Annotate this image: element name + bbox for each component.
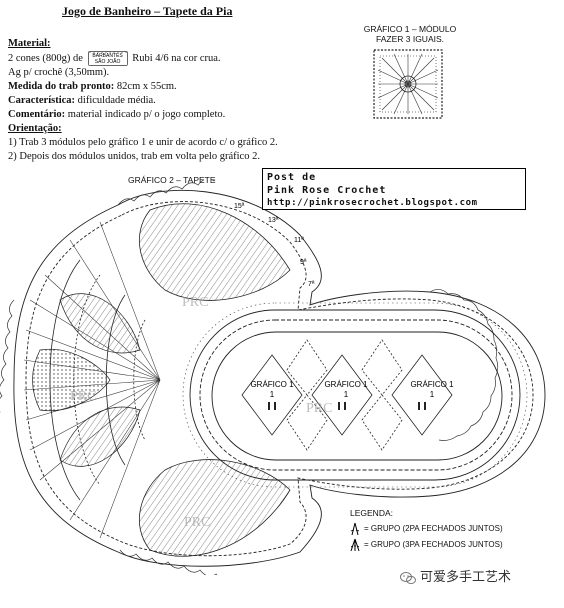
graphic1-module-diagram — [373, 49, 443, 119]
footer-watermark: 可爱多手工艺术 — [400, 566, 511, 585]
left-petals — [32, 293, 141, 467]
graphic2-doily-diagram: GRÁFICO 1 1 GRÁFICO 1 1 GRÁFICO 1 1 15ª … — [0, 180, 546, 575]
upper-petal — [138, 203, 291, 301]
prc-watermark-2: PRC — [306, 401, 332, 416]
module-border — [373, 49, 443, 119]
legend-item-2: = GRUPO (3PA FECHADOS JUNTOS) — [350, 537, 503, 553]
feature-label: Característica: — [8, 95, 76, 106]
post-line-2: Pink Rose Crochet — [267, 185, 387, 196]
material-line-1-post: Rubi 4/6 na cor crua. — [132, 52, 221, 64]
comment-value: material indicado p/ o jogo completo. — [67, 109, 226, 120]
row-number-11: 11ª — [294, 237, 304, 244]
material-line-1: 2 cones (800g) de BARBANTES SÃO JOÃO Rub… — [8, 51, 225, 66]
module-label-1: GRÁFICO 1 — [250, 380, 294, 389]
legend-item-1: = GRUPO (2PA FECHADOS JUNTOS) — [350, 521, 503, 537]
material-line-1-pre: 2 cones (800g) de — [8, 52, 83, 64]
wechat-icon — [400, 571, 416, 584]
module-number-1: 1 — [270, 390, 275, 399]
post-credit-box: Post de Pink Rose Crochet http://pinkros… — [262, 168, 526, 210]
footer-watermark-text: 可爱多手工艺术 — [420, 570, 512, 585]
graphic1-label-line2: FAZER 3 IGUAIS. — [375, 34, 445, 44]
row-number-13: 13ª — [268, 217, 279, 224]
feature-value: dificuldade média. — [77, 95, 156, 106]
module-number-2: 1 — [344, 390, 349, 399]
oval-picot-ring — [182, 302, 528, 488]
graphic1-label: GRÁFICO 1 – MÓDULO FAZER 3 IGUAIS. — [360, 24, 460, 44]
post-line-1: Post de — [267, 172, 317, 183]
brand-top: BARBANTES — [88, 53, 127, 59]
post-url: http://pinkrosecrochet.blogspot.com — [267, 198, 478, 208]
module-spokes — [377, 53, 439, 115]
three-dc-cluster-icon — [350, 538, 360, 552]
prc-watermark-4: PRC — [70, 389, 96, 404]
material-heading: Material: — [8, 38, 51, 49]
orientation-step-1: 1) Trab 3 módulos pelo gráfico 1 e unir … — [8, 137, 278, 148]
brand-bottom: SÃO JOÃO — [88, 59, 127, 65]
doily-outer-shell — [13, 189, 546, 567]
lower-petal — [138, 459, 291, 557]
legend-item-1-text: = GRUPO (2PA FECHADOS JUNTOS) — [364, 524, 503, 533]
row-number-7: 7ª — [308, 281, 315, 288]
material-line-2: Ag p/ crochê (3,50mm). — [8, 67, 110, 78]
module-label-2: GRÁFICO 1 — [324, 380, 368, 389]
barbantes-logo: BARBANTES SÃO JOÃO — [87, 51, 128, 66]
graphic1-label-line1: GRÁFICO 1 – MÓDULO — [363, 24, 457, 34]
prc-watermark-1: PRC — [182, 295, 208, 310]
scallop-edge — [0, 180, 499, 575]
orientation-section: Orientação: 1) Trab 3 módulos pelo gráfi… — [8, 122, 278, 164]
row-number-9: 9ª — [300, 259, 307, 266]
prc-watermark-3: PRC — [184, 515, 210, 530]
module-center-ring — [399, 75, 417, 93]
measure-value: 82cm x 55cm. — [116, 81, 177, 92]
module-center-marks — [268, 402, 426, 410]
measure-label: Medida do trab pronto: — [8, 81, 115, 92]
module-number-3: 1 — [430, 390, 435, 399]
row-number-15: 15ª — [234, 203, 245, 210]
comment-line: Comentário: material indicado p/ o jogo … — [8, 108, 225, 122]
material-section: Material: 2 cones (800g) de BARBANTES SÃ… — [8, 37, 225, 122]
legend-heading: LEGENDA: — [350, 508, 393, 518]
orientation-step-2: 2) Depois dos módulos unidos, trab em vo… — [8, 151, 260, 162]
legend-item-2-text: = GRUPO (3PA FECHADOS JUNTOS) — [364, 540, 503, 549]
module-diamonds — [241, 339, 453, 451]
oval-inner-rows — [189, 309, 521, 481]
two-dc-cluster-icon — [350, 522, 360, 536]
feature-line: Característica: dificuldade média. — [8, 94, 225, 108]
orientation-heading: Orientação: — [8, 123, 62, 134]
measure-line: Medida do trab pronto: 82cm x 55cm. — [8, 80, 225, 94]
graphic2-label: GRÁFICO 2 – TAPETE — [128, 175, 216, 185]
module-label-3: GRÁFICO 1 — [410, 380, 454, 389]
page-title: Jogo de Banheiro – Tapete da Pia — [62, 4, 233, 18]
comment-label: Comentário: — [8, 109, 66, 120]
legend: LEGENDA: = GRUPO (2PA FECHADOS JUNTOS) =… — [350, 505, 503, 553]
